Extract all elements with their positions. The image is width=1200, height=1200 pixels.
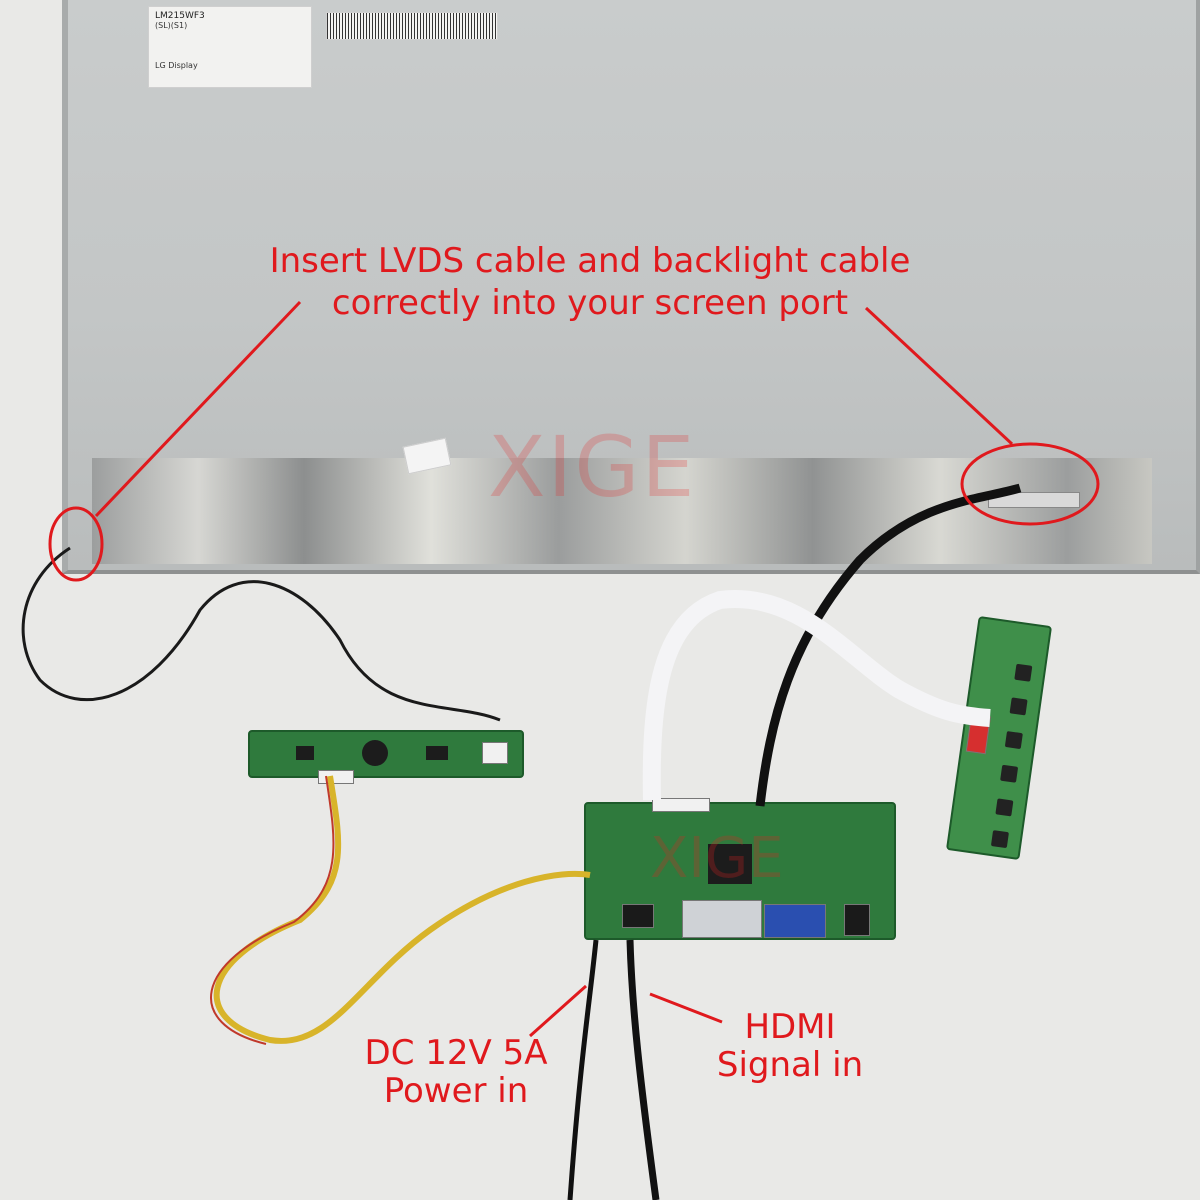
inverter-transformer — [362, 740, 388, 766]
instruction-line-2: correctly into your screen port — [331, 283, 849, 323]
barcode-sticker — [326, 12, 498, 40]
inverter-connector — [482, 742, 508, 764]
instruction-line-1: Insert LVDS cable and backlight cable — [269, 241, 911, 281]
hdmi-in-label: HDMI Signal in — [700, 1008, 880, 1084]
lvds-leader-line — [864, 306, 1014, 446]
instruction-text: Insert LVDS cable and backlight cable co… — [160, 240, 1020, 324]
panel-brand-text: LG Display — [155, 61, 198, 70]
hdmi-port — [622, 904, 654, 928]
backlight-leader-line — [94, 300, 302, 518]
inverter-chip-right — [426, 746, 448, 760]
signal-in-text: Signal in — [716, 1045, 864, 1085]
hdmi-cable — [626, 939, 660, 1200]
power-spec-text: DC 12V 5A — [364, 1033, 548, 1073]
keypad-ribbon-cable — [642, 590, 991, 801]
inverter-chip — [296, 746, 314, 760]
lvds-port-callout-circle — [960, 442, 1100, 526]
backlight-port-callout-circle — [48, 506, 104, 582]
watermark-small: XIGE — [650, 826, 784, 891]
watermark-large: XIGE — [488, 418, 697, 516]
backlight-cable — [21, 546, 501, 722]
lvds-cable — [755, 483, 1022, 807]
audio-jack — [844, 904, 870, 936]
inverter-harness-red — [210, 775, 335, 1045]
backlight-inverter-board — [248, 730, 524, 784]
dvi-port — [682, 900, 762, 938]
power-leader-line — [529, 984, 587, 1038]
panel-label-sticker: LM215WF3 (SL)(S1) LG Display — [148, 6, 312, 88]
foil-tape-strip — [92, 458, 1152, 564]
power-cable — [567, 939, 599, 1200]
lvds-ribbon-connector — [652, 798, 710, 812]
vga-port — [764, 904, 826, 938]
hdmi-text: HDMI — [744, 1007, 836, 1047]
power-in-text: Power in — [383, 1071, 529, 1111]
controller-driver-board — [584, 798, 896, 940]
power-in-label: DC 12V 5A Power in — [346, 1034, 566, 1110]
hdmi-leader-line — [649, 992, 723, 1024]
main-chip — [708, 844, 752, 884]
inverter-harness — [213, 775, 591, 1044]
panel-model-text: LM215WF3 — [155, 11, 205, 21]
panel-code-text: (SL)(S1) — [155, 21, 188, 30]
